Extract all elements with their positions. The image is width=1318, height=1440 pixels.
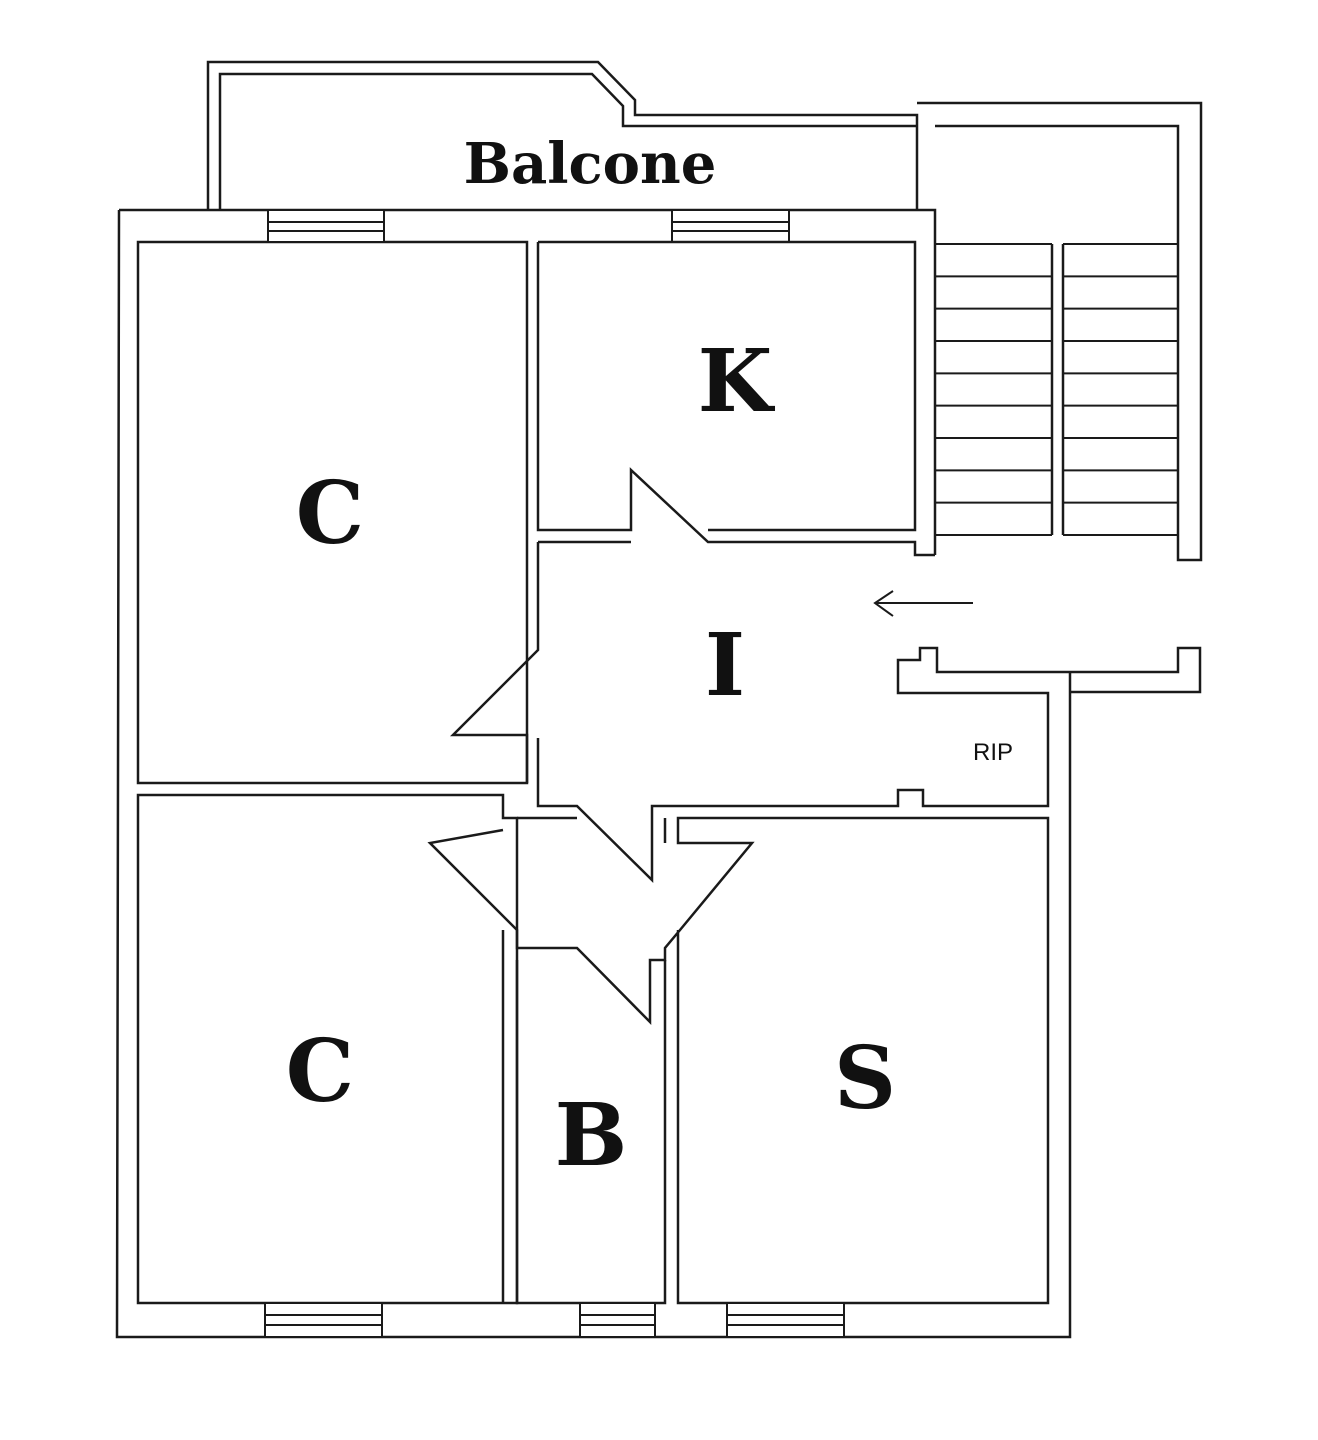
kitchen-room (536, 240, 935, 557)
stairwell (917, 101, 1203, 562)
window-bottom-left (264, 1302, 383, 1338)
hall-walls (449, 540, 1202, 883)
bath-label: B (555, 1085, 628, 1186)
storage-label: RIP (973, 739, 1013, 766)
lower-corridor (427, 816, 1050, 1305)
window-top-left (267, 209, 385, 243)
bedroom-top-label: C (296, 463, 364, 564)
window-top-kitchen (671, 209, 790, 243)
entry-arrow-icon (873, 590, 973, 617)
hall-label: I (705, 615, 745, 716)
balcony (206, 60, 919, 210)
window-bottom-bath (579, 1302, 656, 1338)
kitchen-label: K (698, 331, 776, 432)
balcone-label: Balcone (464, 131, 717, 197)
stair-steps (935, 243, 1178, 536)
living-label: S (834, 1028, 896, 1129)
window-bottom-living (726, 1302, 845, 1338)
bedroom-bottom-label: C (286, 1021, 354, 1122)
